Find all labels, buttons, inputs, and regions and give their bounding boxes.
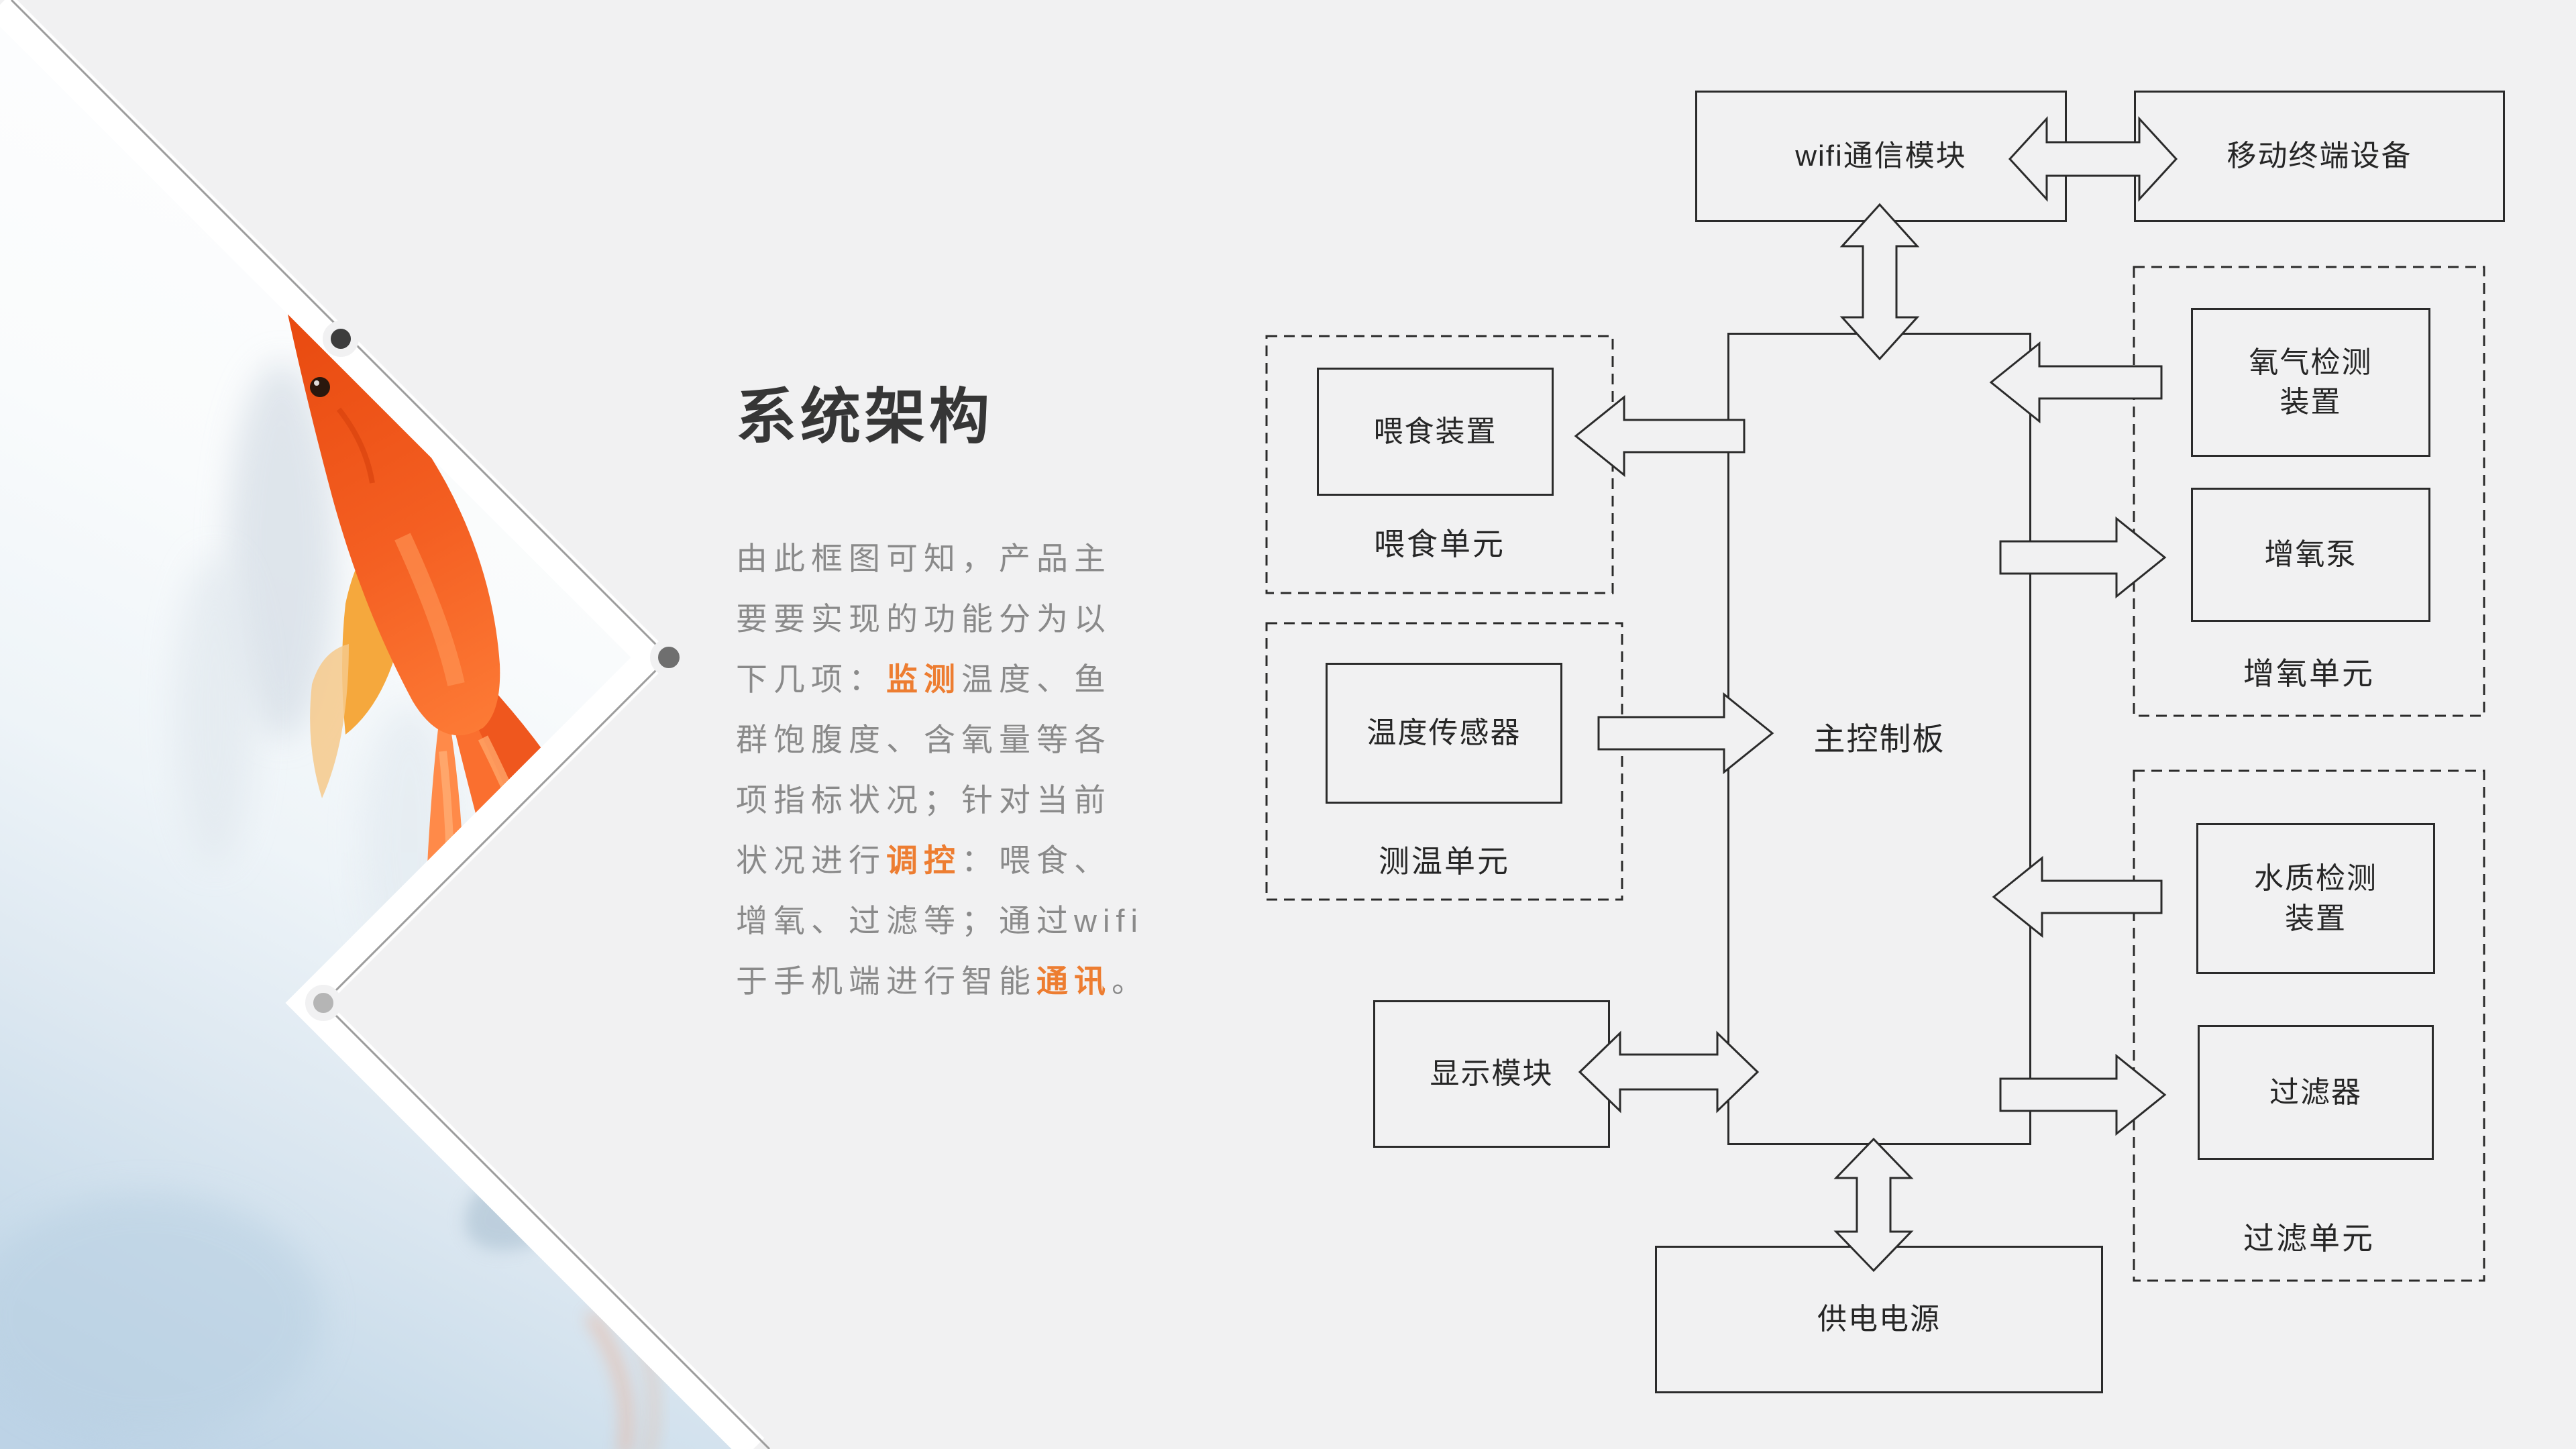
label-oxygen-unit: 增氧单元 <box>2243 656 2375 691</box>
filter-unit-outline <box>2133 769 2485 1282</box>
paragraph-line: 增氧、过滤等；通过wifi <box>736 891 1179 951</box>
body-text: 于手机端进行智能 <box>736 963 1036 999</box>
paragraph-line: 群饱腹度、含氧量等各 <box>736 710 1179 770</box>
body-text: 要要实现的功能分为以 <box>736 601 1112 637</box>
body-text: 状况进行 <box>736 843 886 878</box>
paragraph-line: 由此框图可知，产品主 <box>736 529 1179 589</box>
body-text: 群饱腹度、含氧量等各 <box>736 722 1112 757</box>
paragraph-line: 状况进行调控：喂食、 <box>736 830 1179 891</box>
node-wifi-module: wifi通信模块 <box>1695 91 2067 222</box>
oxygen-unit-outline <box>2133 266 2485 717</box>
node-power-supply: 供电电源 <box>1655 1246 2103 1393</box>
goldfish-photo-panel <box>0 0 771 1449</box>
body-text: 。 <box>1112 963 1149 999</box>
body-text: 项指标状况；针对当前 <box>736 782 1112 818</box>
label-feeding-unit: 喂食单元 <box>1374 527 1505 561</box>
chevron-dot-dark <box>323 321 359 357</box>
body-text: ：喂食、 <box>961 843 1112 878</box>
node-feeding-device: 喂食装置 <box>1317 368 1554 496</box>
body-text: 温度、鱼 <box>961 661 1112 697</box>
node-mobile-terminal: 移动终端设备 <box>2134 91 2505 222</box>
faint-fish-streak <box>586 1311 633 1449</box>
water-streak <box>228 362 335 738</box>
node-oxygen-sensor: 氧气检测 装置 <box>2191 308 2430 457</box>
node-water-quality-sensor: 水质检测 装置 <box>2196 823 2435 974</box>
paragraph-line: 要要实现的功能分为以 <box>736 589 1179 649</box>
gill-line <box>336 407 375 484</box>
description-paragraph: 由此框图可知，产品主要要实现的功能分为以下几项：监测温度、鱼群饱腹度、含氧量等各… <box>736 529 1179 1012</box>
page-title: 系统架构 <box>736 384 994 451</box>
label-temperature-unit: 测温单元 <box>1379 844 1510 879</box>
highlighted-text: 调控 <box>886 843 961 878</box>
chevron-dot-light <box>305 985 341 1021</box>
body-text: 增氧、过滤等；通过wifi <box>736 903 1144 938</box>
body-text: 由此框图可知，产品主 <box>736 541 1112 576</box>
node-filter-device: 过滤器 <box>2198 1025 2434 1160</box>
node-main-control-board: 主控制板 <box>1727 333 2031 1145</box>
paragraph-line: 项指标状况；针对当前 <box>736 770 1179 830</box>
highlighted-text: 监测 <box>886 661 961 697</box>
chevron-dot-mid <box>650 639 688 676</box>
paragraph-line: 下几项：监测温度、鱼 <box>736 649 1179 710</box>
node-display-module: 显示模块 <box>1373 1000 1610 1148</box>
highlighted-text: 通讯 <box>1036 963 1112 999</box>
node-oxygen-pump: 增氧泵 <box>2191 488 2430 622</box>
label-filter-unit: 过滤单元 <box>2243 1221 2375 1256</box>
node-temperature-sensor: 温度传感器 <box>1326 663 1562 804</box>
body-text: 下几项： <box>736 661 886 697</box>
paragraph-line: 于手机端进行智能通讯。 <box>736 951 1179 1012</box>
